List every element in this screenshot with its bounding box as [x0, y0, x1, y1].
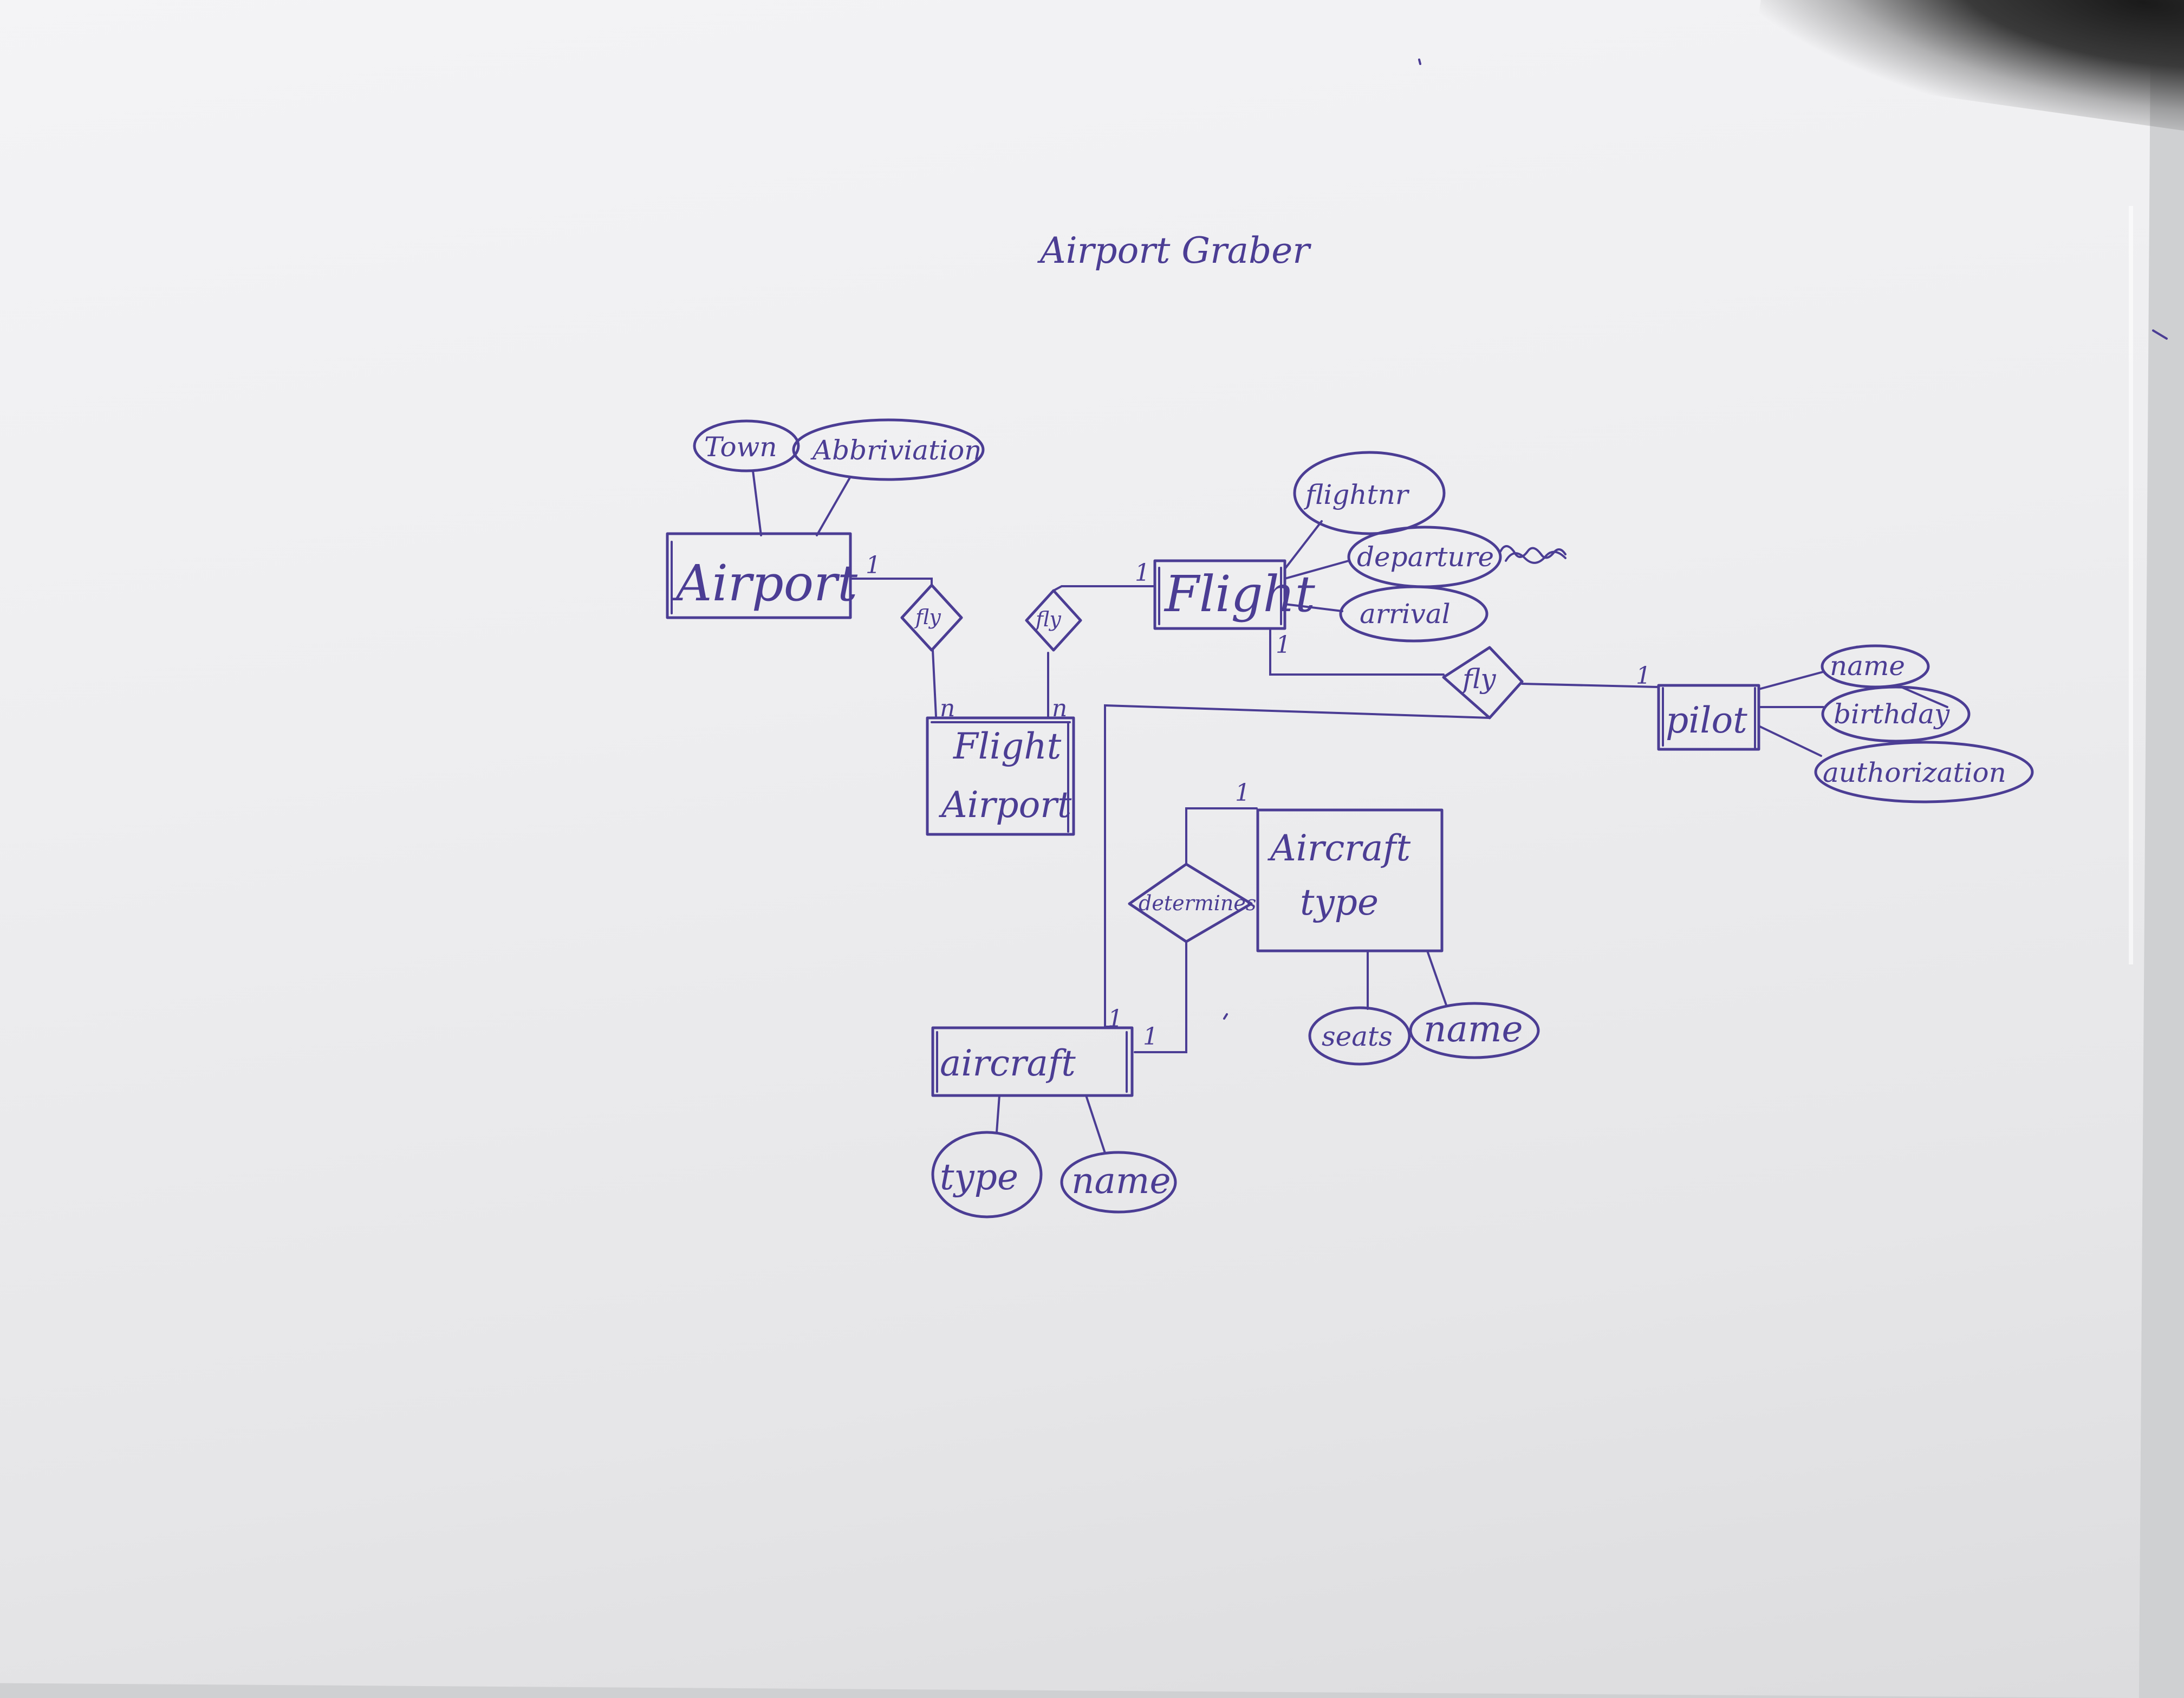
- attr-town-oval: [693, 419, 800, 472]
- attr-abbriviation-label: Abbriviation: [810, 435, 981, 466]
- attr-birthday: birthday: [1758, 685, 1971, 743]
- entity-pilot-label: pilot: [1666, 699, 1747, 741]
- attr-aircraft-name: name: [1060, 1094, 1177, 1214]
- attr-arrival: arrival: [1284, 585, 1488, 643]
- entity-flight-airport-label-2: Airport: [938, 784, 1072, 826]
- attr-pilot-name-label: name: [1830, 650, 1905, 682]
- er-diagram: Airport Graber Airport Town Abbriviation…: [666, 59, 2168, 1219]
- attr-aircraft-name-oval: [1060, 1151, 1177, 1214]
- attr-flightnr-label: flightnr: [1303, 479, 1410, 510]
- entity-pilot: pilot: [1657, 684, 1760, 751]
- diagram-title: Airport Graber: [1037, 230, 1311, 271]
- pen-mark-2: [1418, 59, 1421, 65]
- rel-fly-flight-label: fly: [1034, 607, 1061, 631]
- entity-airport-box: [666, 532, 852, 619]
- attr-authorization-oval: [1814, 741, 2034, 803]
- rel-fly-pilot: fly: [1442, 646, 1524, 720]
- attr-authorization: authorization: [1758, 725, 2034, 803]
- rel-fly-airport-label: fly: [914, 605, 941, 629]
- entity-flight-airport-box: [926, 716, 1075, 836]
- attr-aircraft-type-name-label: name: [1424, 1008, 1523, 1050]
- card-flight-fly-pilot: 1: [1276, 631, 1291, 659]
- attr-town: Town: [693, 419, 800, 536]
- attr-flightnr: flightnr: [1284, 451, 1446, 570]
- card-fly-pilot: 1: [1636, 662, 1651, 690]
- entity-flight-airport-label-1: Flight: [953, 725, 1062, 767]
- entity-airport-label: Airport: [672, 554, 858, 612]
- entity-aircraft-type-box: [1256, 808, 1444, 952]
- rel-determines: determines: [1128, 863, 1256, 943]
- entity-aircraft-type: Aircraft type: [1256, 808, 1444, 952]
- entity-flight-label: Flight: [1164, 565, 1316, 623]
- entity-aircraft-type-label-1: Aircraft: [1267, 827, 1411, 869]
- attr-aircraft-type-name: name: [1409, 950, 1540, 1059]
- sheet-edge: [2129, 206, 2133, 964]
- pen-mark: [1223, 1013, 1228, 1020]
- attr-arrival-oval: [1339, 585, 1488, 643]
- rel-fly-pilot-label: fly: [1460, 663, 1496, 695]
- attr-departure-label: departure: [1357, 541, 1494, 573]
- entity-pilot-box: [1657, 684, 1760, 751]
- rel-fly-flight-diamond: [1025, 589, 1082, 652]
- attr-arrival-label: arrival: [1360, 598, 1451, 630]
- attr-seats-oval: [1308, 1006, 1411, 1066]
- entity-aircraft-label: aircraft: [940, 1042, 1076, 1084]
- rel-determines-label: determines: [1139, 891, 1256, 915]
- scribble-mark: [1499, 545, 1566, 559]
- attr-aircraft-type-name-oval: [1409, 1002, 1540, 1059]
- entity-aircraft-type-label-2: type: [1300, 882, 1379, 923]
- attr-abbriviation-oval: [792, 418, 985, 481]
- attr-departure: departure: [1284, 526, 1566, 588]
- attr-flightnr-oval: [1293, 451, 1446, 535]
- attr-seats: seats: [1308, 950, 1411, 1066]
- card-flight-airport-fly: n: [1052, 695, 1067, 722]
- attr-seats-label: seats: [1322, 1021, 1393, 1052]
- attr-authorization-label: authorization: [1823, 757, 2006, 788]
- attr-birthday-label: birthday: [1834, 698, 1950, 730]
- attr-pilot-name: name: [1758, 644, 1930, 690]
- card-aircraft-type: 1: [1235, 779, 1250, 807]
- card-aircraft-determines: 1: [1143, 1023, 1158, 1051]
- rel-fly-airport: fly: [900, 584, 963, 652]
- attr-birthday-oval: [1821, 685, 1971, 743]
- entity-aircraft-box: [931, 1026, 1134, 1097]
- entity-flight: Flight: [1153, 559, 1316, 630]
- pen-mark-3: [2152, 329, 2168, 340]
- attr-aircraft-type-attr-label: type: [940, 1156, 1018, 1198]
- attr-aircraft-type-oval: [931, 1131, 1043, 1219]
- entity-aircraft: aircraft: [931, 1026, 1134, 1097]
- entity-flight-airport: Flight Airport: [926, 716, 1075, 836]
- attr-aircraft-name-label: name: [1071, 1160, 1171, 1202]
- entity-airport: Airport: [666, 532, 858, 619]
- entity-flight-box: [1153, 559, 1286, 630]
- attr-town-label: Town: [704, 431, 777, 463]
- attr-abbriviation: Abbriviation: [792, 418, 985, 536]
- card-fly-flight: 1: [1135, 559, 1150, 587]
- rel-fly-flight: fly: [1025, 589, 1082, 652]
- card-airport-fly: 1: [866, 552, 881, 579]
- attr-aircraft-type: type: [931, 1094, 1043, 1219]
